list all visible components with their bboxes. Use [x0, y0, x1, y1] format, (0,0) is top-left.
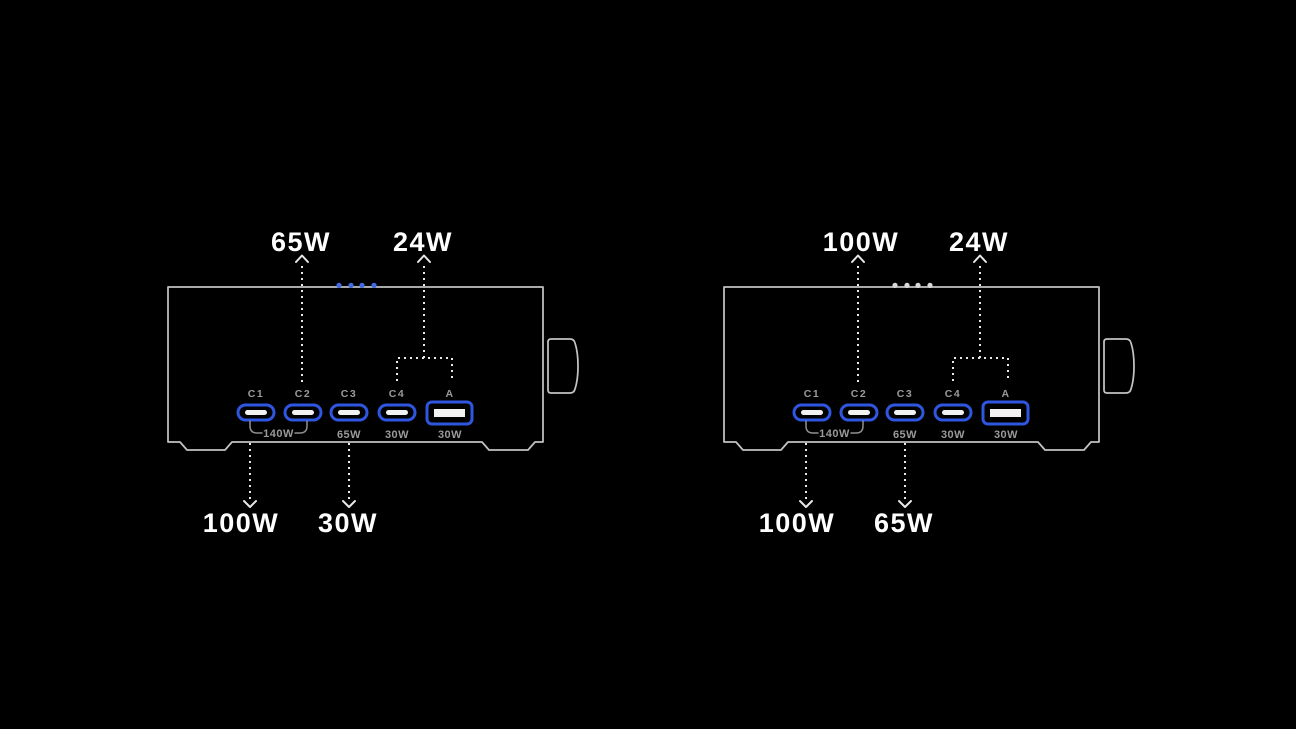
arrowhead-down-icon — [799, 500, 813, 508]
led-dot — [359, 282, 365, 288]
led-dot — [371, 282, 377, 288]
combined-watt-bracket — [294, 420, 308, 434]
usb-c-port-c2 — [839, 403, 879, 422]
led-dot — [904, 282, 910, 288]
callout-arrow-up-c2 — [295, 254, 309, 384]
charger-diagram-1: C1 C2 C3 C4 A 140W 65W 30W 30W — [167, 227, 579, 538]
usb-c-port-c4 — [377, 403, 417, 422]
callout-arrow-up-c4-a — [396, 254, 453, 381]
arrowhead-down-icon — [898, 500, 912, 508]
port-watt-c3: 65W — [893, 429, 917, 441]
usb-a-port — [425, 400, 474, 426]
callout-top-left: 100W — [823, 227, 900, 257]
callout-bracket-c4-a — [396, 357, 453, 381]
callout-bottom-right: 65W — [874, 508, 934, 538]
callout-arrow-down-c1 — [799, 443, 813, 508]
usb-c-port-c2 — [283, 403, 323, 422]
usb-c-port-c3 — [329, 403, 369, 422]
port-label-c1: C1 — [804, 388, 820, 400]
callout-bottom-left: 100W — [759, 508, 836, 538]
port-label-c4: C4 — [945, 388, 961, 400]
side-plug-tab — [1103, 338, 1135, 394]
callout-bracket-c4-a — [952, 357, 1009, 381]
led-dot — [927, 282, 933, 288]
usb-c-port-c1 — [236, 403, 276, 422]
callout-bottom-left: 100W — [203, 508, 280, 538]
led-dot — [915, 282, 921, 288]
charger-diagram-2: C1 C2 C3 C4 A 140W 65W 30W 30W — [723, 227, 1135, 538]
callout-arrow-down-c3 — [898, 443, 912, 508]
callout-top-right: 24W — [393, 227, 453, 257]
usb-c-port-c4 — [933, 403, 973, 422]
led-dot — [892, 282, 898, 288]
port-label-c1: C1 — [248, 388, 264, 400]
arrowhead-up-icon — [973, 254, 987, 263]
callout-arrow-up-c4-a — [952, 254, 1009, 381]
port-label-c2: C2 — [851, 388, 867, 400]
port-label-c2: C2 — [295, 388, 311, 400]
port-watt-a: 30W — [438, 429, 462, 441]
combined-watt-label: 140W — [263, 428, 294, 440]
port-watt-c3: 65W — [337, 429, 361, 441]
port-label-a: A — [445, 388, 454, 400]
port-watt-a: 30W — [994, 429, 1018, 441]
callout-arrow-down-c3 — [342, 443, 356, 508]
led-indicators — [336, 282, 377, 288]
led-indicators — [892, 282, 933, 288]
combined-watt-label: 140W — [819, 428, 850, 440]
callout-top-right: 24W — [949, 227, 1009, 257]
combined-watt-bracket — [805, 420, 819, 434]
side-plug-tab — [547, 338, 579, 394]
arrowhead-down-icon — [243, 500, 257, 508]
arrowhead-down-icon — [342, 500, 356, 508]
combined-watt-bracket — [249, 420, 263, 434]
port-label-c4: C4 — [389, 388, 405, 400]
usb-c-port-c3 — [885, 403, 925, 422]
callout-arrow-up-c2 — [851, 254, 865, 384]
usb-a-port — [981, 400, 1030, 426]
charger-body-outline — [167, 286, 544, 451]
port-label-c3: C3 — [341, 388, 357, 400]
callout-arrow-down-c1 — [243, 443, 257, 508]
arrowhead-up-icon — [295, 254, 309, 263]
charger-body-outline — [723, 286, 1100, 451]
port-label-a: A — [1001, 388, 1010, 400]
port-label-c3: C3 — [897, 388, 913, 400]
usb-c-port-c1 — [792, 403, 832, 422]
port-watt-c4: 30W — [385, 429, 409, 441]
callout-top-left: 65W — [271, 227, 331, 257]
combined-watt-bracket — [850, 420, 864, 434]
port-watt-c4: 30W — [941, 429, 965, 441]
led-dot — [336, 282, 342, 288]
led-dot — [348, 282, 354, 288]
callout-bottom-right: 30W — [318, 508, 378, 538]
arrowhead-up-icon — [851, 254, 865, 263]
arrowhead-up-icon — [417, 254, 431, 263]
